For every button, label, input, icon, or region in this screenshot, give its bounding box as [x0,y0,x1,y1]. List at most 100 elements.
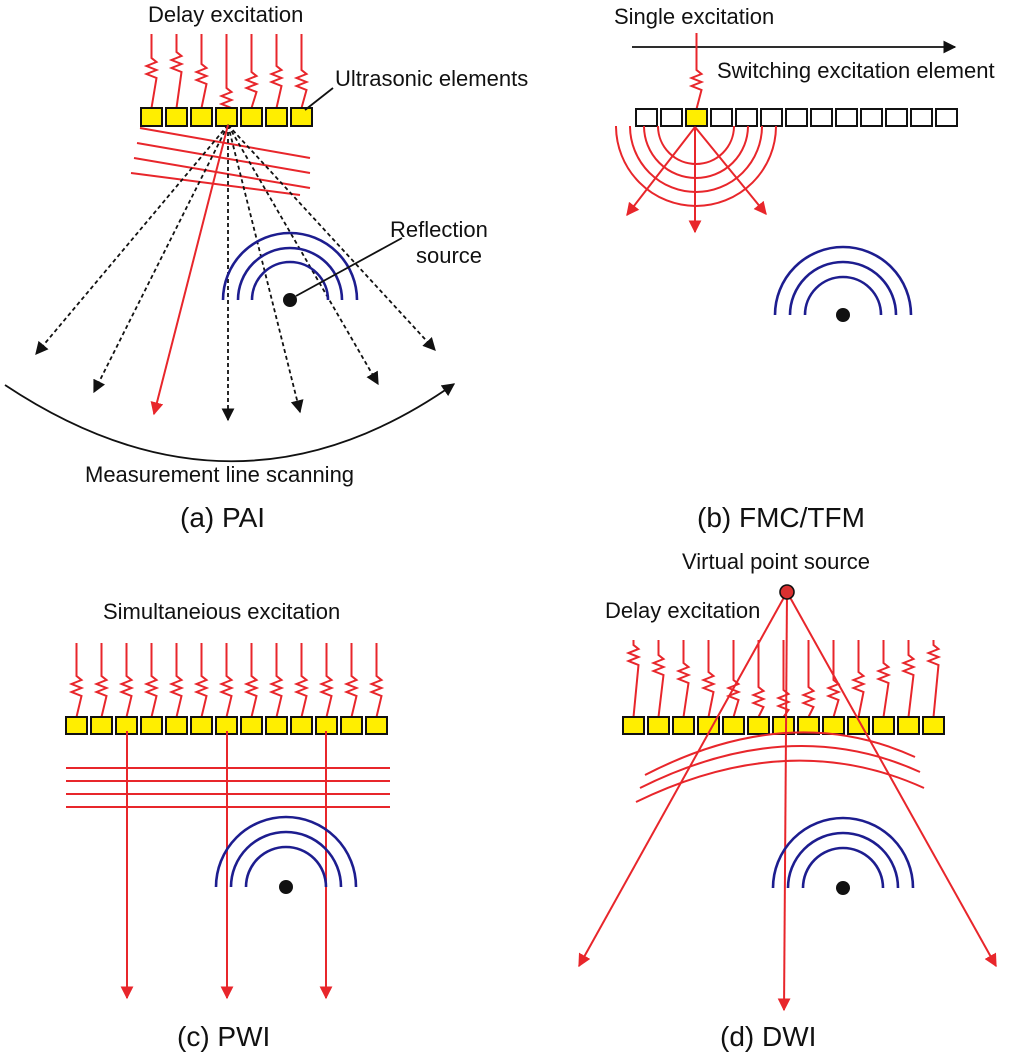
fmc-caption: (b) FMC/TFM [697,502,865,533]
pai-reflection-label-line2: source [416,243,482,268]
excitation-signal-wire [343,643,360,718]
pai-reflection-label-line1: Reflection [390,217,488,242]
fmc-reflection-source [773,245,913,322]
ultrasonic-element [785,108,808,127]
ultrasonic-element [685,108,708,127]
pwi-element-array [65,716,388,735]
ultrasonic-element [885,108,908,127]
ultrasonic-element [860,108,883,127]
ultrasonic-element [810,108,833,127]
excitation-signal-wire [650,640,667,718]
excitation-signal-wire [675,640,692,718]
excitation-signal-wire [293,34,310,109]
excitation-signal-wire [243,643,260,718]
panel-dwi: Virtual point source Delay excitation (d… [578,549,997,1052]
ultrasonic-element [190,107,213,127]
ultrasonic-element [340,716,363,735]
ultrasonic-element [660,108,683,127]
pai-scanning-arc-arrow [4,383,456,463]
dwi-diverging-wavefronts [635,731,925,803]
excitation-signal-wire [193,643,210,718]
ultrasonic-element [290,107,313,127]
dwi-caption: (d) DWI [720,1021,816,1052]
pai-reflection-source [221,231,359,307]
ultrasonic-element [635,108,658,127]
ultrasonic-element [165,107,188,127]
pai-scan-lines [35,124,436,422]
ultrasonic-element [265,716,288,735]
ultrasonic-element [65,716,88,735]
excitation-signal-wire [875,640,892,718]
ultrasonic-element [672,716,695,735]
dwi-beam-arrows [578,591,997,1012]
excitation-signal-wire [93,643,110,718]
pai-ultrasonic-elements-label: Ultrasonic elements [335,66,528,91]
ultrasonic-element [835,108,858,127]
pai-reflector-dot [283,293,297,307]
excitation-signal-wire [625,640,642,718]
excitation-signal-wire [368,643,385,718]
excitation-signal-wire [700,640,717,718]
pwi-reflection-source [214,815,358,894]
excitation-signal-wire [218,643,235,718]
ultrasonic-element [710,108,733,127]
excitation-signal-wire [218,34,235,109]
ultrasonic-element [935,108,958,127]
pai-excitation-signals [143,34,310,109]
fmc-beam-arrows [626,126,767,234]
fmc-single-excitation-signal [688,33,705,110]
excitation-signal-wire [118,643,135,718]
excitation-signal-wire [268,643,285,718]
excitation-signal-wire [750,640,767,718]
dwi-excitation-signals [625,640,942,718]
ultrasonic-element [822,716,845,735]
pai-delay-excitation-label: Delay excitation [148,2,303,27]
fmc-reflector-dot [836,308,850,322]
ultrasonic-element [722,716,745,735]
ultrasonic-element [760,108,783,127]
excitation-signal-wire [850,640,867,718]
panel-pwi: Simultaneious excitation (c) PWI [65,599,390,1052]
ultrasonic-element [622,716,645,735]
ultrasonic-element [772,716,795,735]
ultrasonic-element [190,716,213,735]
ultrasonic-element [735,108,758,127]
ultrasonic-element [922,716,945,735]
ultrasonic-element [215,107,238,127]
ultrasonic-element [165,716,188,735]
ultrasonic-element [365,716,388,735]
dwi-reflection-source [771,816,915,895]
dwi-element-array [622,716,945,735]
pai-measurement-line-scanning-label: Measurement line scanning [85,462,354,487]
ultrasonic-element [797,716,820,735]
excitation-signal-wire [143,643,160,718]
pai-active-beam-arrow [150,124,229,416]
ultrasonic-element [140,716,163,735]
ultrasonic-element [647,716,670,735]
excitation-signal-wire [800,640,817,718]
ultrasonic-element [910,108,933,127]
excitation-signal-wire [293,643,310,718]
pai-reflection-leader-line [295,237,403,297]
pai-steered-wavefronts [130,127,311,196]
fmc-element-array [635,108,958,127]
ultrasonic-element [265,107,288,127]
panel-fmc-tfm: Single excitation Switching excitation e… [614,4,995,533]
ultrasonic-element [140,107,163,127]
excitation-signal-wire [68,643,85,718]
excitation-signal-wire [268,34,285,109]
ultrasonic-element [240,716,263,735]
excitation-signal-wire [168,643,185,718]
excitation-signal-wire [725,640,742,718]
dwi-virtual-point-source [779,584,795,600]
excitation-signal-wire [243,34,260,109]
panel-pai: Delay excitation Ultrasonic elements Ref… [4,2,528,533]
fmc-switching-element-label: Switching excitation element [717,58,995,83]
excitation-signal-wire [925,640,942,718]
pai-caption: (a) PAI [180,502,265,533]
excitation-signal-wire [825,640,842,718]
pwi-reflector-dot [279,880,293,894]
ultrasonic-element [240,107,263,127]
dwi-delay-excitation-label: Delay excitation [605,598,760,623]
